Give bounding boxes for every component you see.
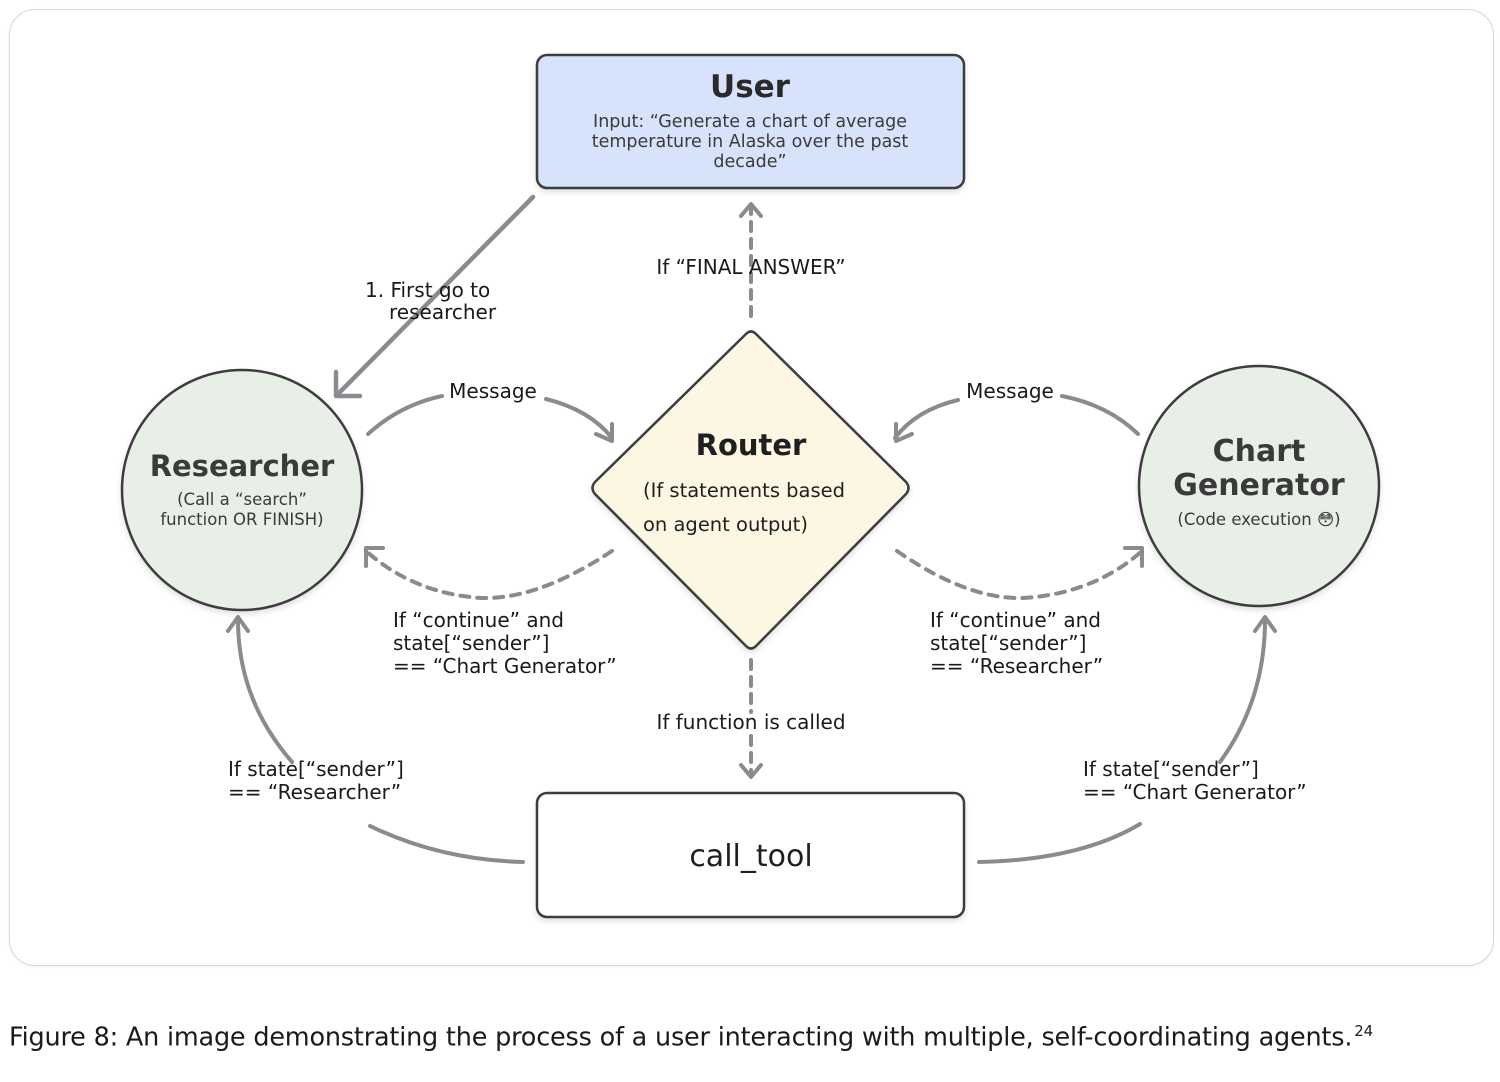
researcher-desc-line-1: (Call a “search”	[177, 490, 307, 509]
chart-generator-title-line-2: Generator	[1173, 468, 1345, 503]
edge-continue-to-chart	[895, 546, 1144, 600]
router-node: Router (If statements based on agent out…	[591, 330, 910, 650]
label-first-go-line-1: 1. First go to	[365, 278, 490, 302]
researcher-node: Researcher (Call a “search” function OR …	[120, 368, 364, 612]
edge-continue-to-researcher	[364, 546, 614, 600]
router-desc-line-1: (If statements based	[643, 479, 845, 502]
chart-generator-node: Chart Generator (Code execution 😳)	[1137, 364, 1381, 608]
edge-calltool-to-researcher	[226, 615, 525, 864]
label-continue-researcher-line-2: state[“sender”]	[930, 631, 1086, 655]
user-input-line-3: decade”	[713, 152, 786, 172]
label-message-left: Message	[449, 379, 537, 403]
chart-generator-title-line-1: Chart	[1213, 434, 1306, 469]
user-input-line-1: Input: “Generate a chart of average	[593, 112, 907, 132]
label-sender-chart-line-2: == “Chart Generator”	[1083, 780, 1307, 804]
figure-caption: Figure 8: An image demonstrating the pro…	[9, 1022, 1499, 1053]
user-input-line-2: temperature in Alaska over the past	[592, 132, 909, 152]
chart-generator-desc: (Code execution 😳)	[1177, 510, 1340, 529]
router-title: Router	[696, 428, 807, 462]
router-desc-line-2: on agent output)	[643, 513, 808, 536]
label-continue-researcher-line-1: If “continue” and	[930, 608, 1101, 632]
user-node: User Input: “Generate a chart of average…	[535, 53, 966, 190]
label-final-answer: If “FINAL ANSWER”	[656, 255, 845, 279]
label-continue-chart-line-2: state[“sender”]	[393, 631, 549, 655]
label-continue-chart-line-3: == “Chart Generator”	[393, 654, 617, 678]
label-sender-chart-line-1: If state[“sender”]	[1083, 757, 1259, 781]
edge-router-to-user	[739, 202, 763, 318]
researcher-title: Researcher	[150, 449, 335, 483]
label-sender-researcher-line-1: If state[“sender”]	[228, 757, 404, 781]
label-function-called: If function is called	[656, 710, 845, 734]
label-message-right: Message	[966, 379, 1054, 403]
edge-researcher-message	[366, 394, 614, 443]
edge-router-to-calltool	[739, 658, 763, 779]
researcher-desc-line-2: function OR FINISH)	[160, 510, 323, 529]
label-continue-chart-line-1: If “continue” and	[393, 608, 564, 632]
edge-calltool-to-chart	[977, 615, 1277, 864]
call-tool-node: call_tool	[535, 791, 966, 919]
call-tool-title: call_tool	[689, 839, 812, 874]
edge-chart-message	[893, 394, 1140, 443]
label-continue-researcher-line-3: == “Researcher”	[930, 654, 1103, 678]
label-first-go-line-2: researcher	[389, 300, 497, 324]
edge-user-to-researcher	[333, 194, 536, 399]
caption-text: Figure 8: An image demonstrating the pro…	[9, 1022, 1353, 1053]
caption-footnote-ref[interactable]: 24	[1354, 1022, 1373, 1040]
label-sender-researcher-line-2: == “Researcher”	[228, 780, 401, 804]
user-title: User	[710, 69, 791, 105]
